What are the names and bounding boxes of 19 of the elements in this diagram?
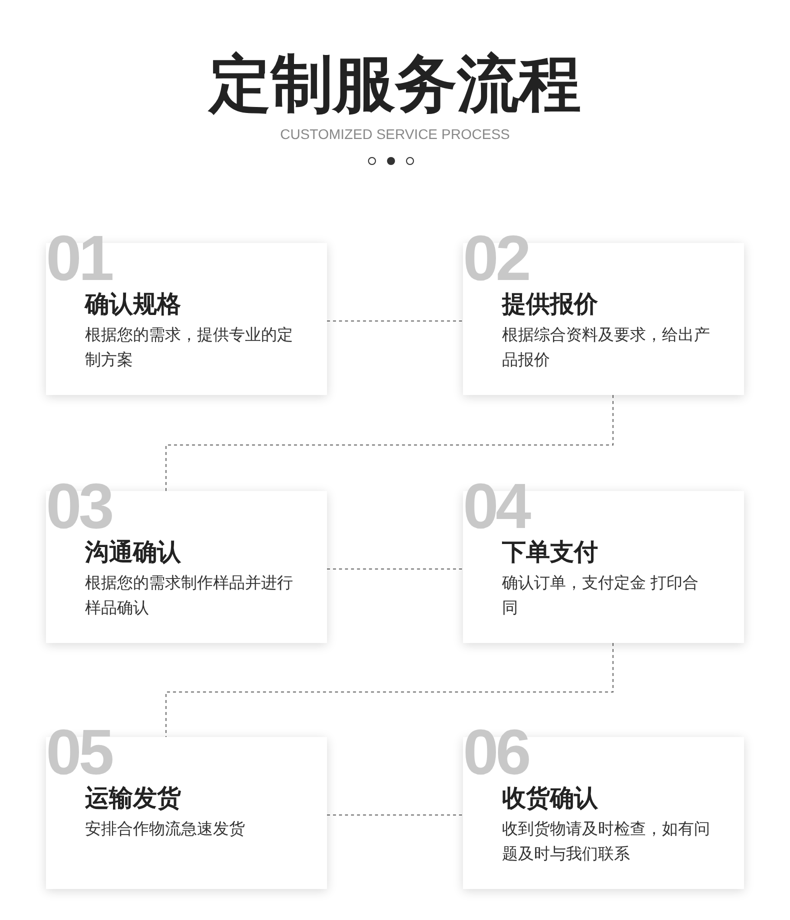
- dashed-connector: [326, 320, 464, 322]
- step-description: 根据您的需求制作样品并进行样品确认: [85, 574, 294, 619]
- title: 定制服务流程: [206, 46, 582, 122]
- step-heading: 确认规格: [85, 290, 181, 320]
- step-heading: 运输发货: [85, 784, 181, 814]
- step-heading: 收货确认: [502, 784, 598, 814]
- step-description: 收到货物请及时检查，如有问题及时与我们联系: [502, 820, 711, 865]
- dashed-connector: [166, 394, 614, 492]
- step-heading: 提供报价: [502, 290, 598, 320]
- step-description: 根据综合资料及要求，给出产品报价: [502, 326, 711, 371]
- step-description: 根据您的需求，提供专业的定制方案: [85, 326, 294, 371]
- dashed-connector: [166, 642, 614, 738]
- step-description: 安排合作物流急速发货: [85, 820, 246, 840]
- dashed-connector: [326, 568, 464, 570]
- step-description: 确认订单，支付定金 打印合同: [502, 574, 700, 619]
- subtitle: CUSTOMIZED SERVICE PROCESS: [279, 125, 511, 143]
- dashed-connector: [326, 814, 464, 816]
- step-heading: 下单支付: [502, 538, 598, 568]
- step-heading: 沟通确认: [85, 538, 181, 568]
